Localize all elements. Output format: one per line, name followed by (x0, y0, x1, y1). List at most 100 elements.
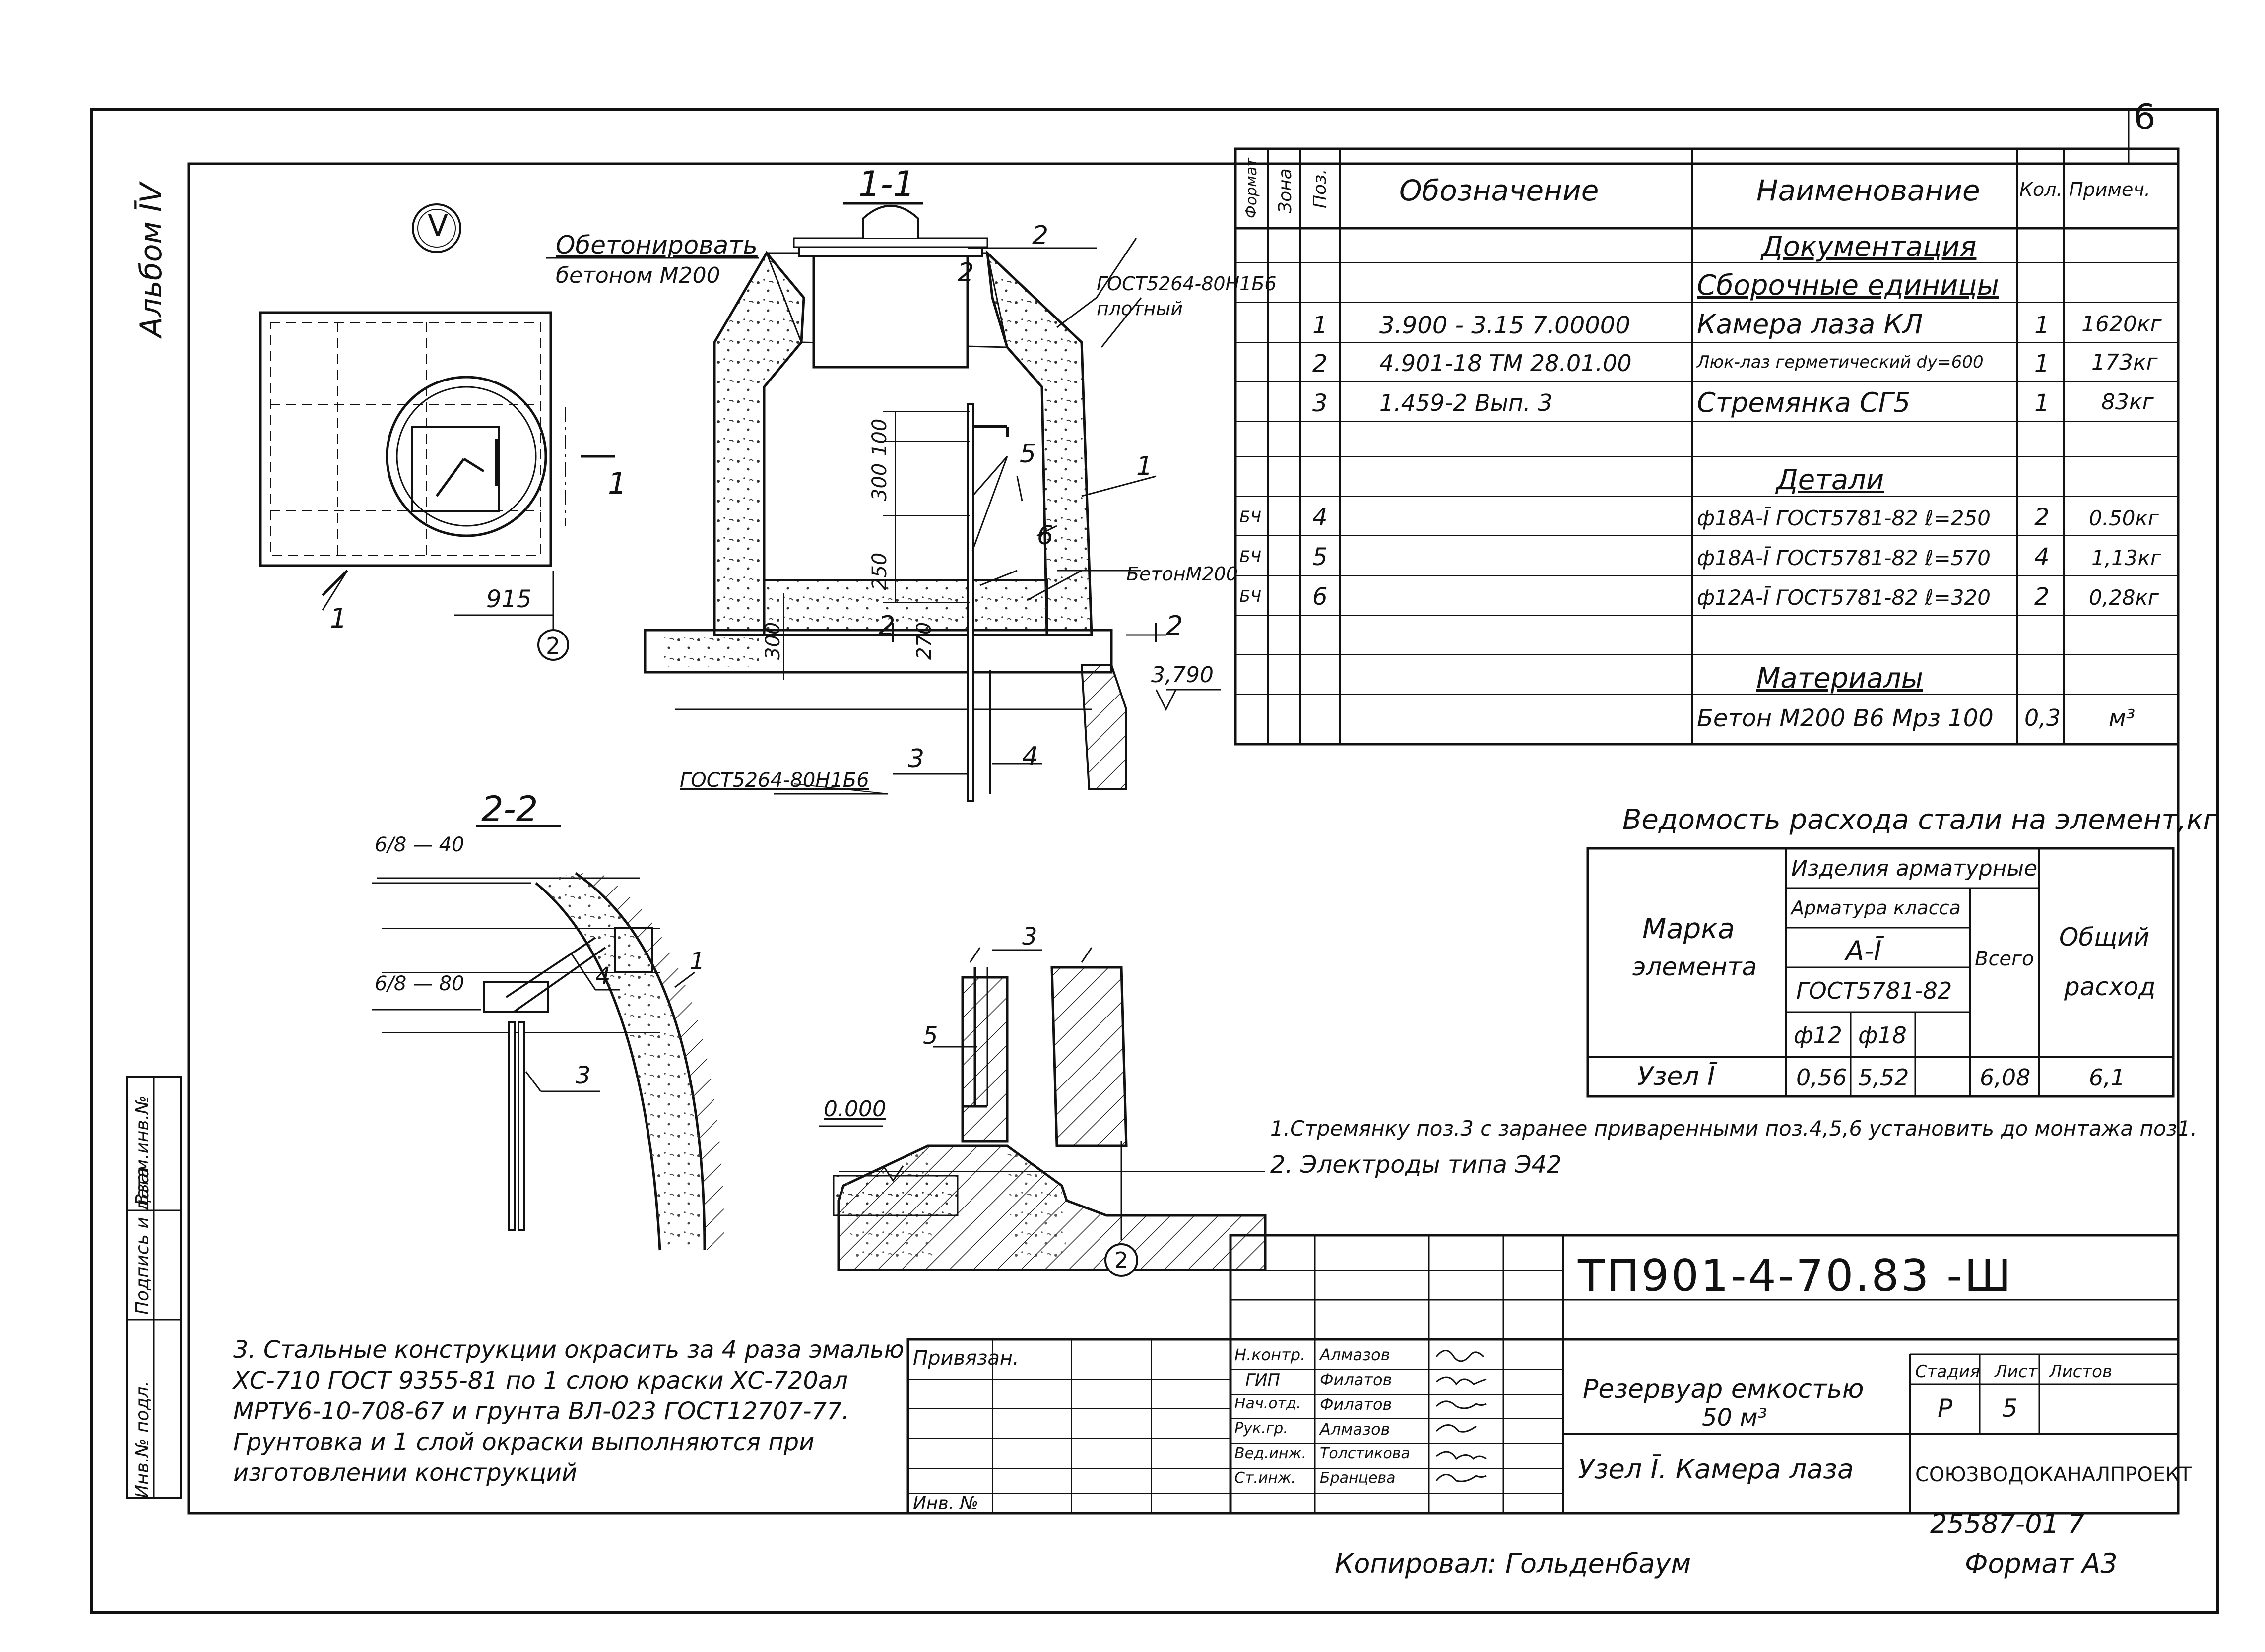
spec-row-1-note: 1620кг (2081, 312, 2162, 337)
axis-label-plan: 2 (546, 633, 561, 659)
role-2-name: Филатов (1320, 1370, 1392, 1389)
pos-label-1: 1 (1136, 451, 1153, 481)
spec-row-6-name: ф12А-Ī ГОСТ5781-82 ℓ=320 (1697, 585, 1991, 610)
spec-row-1-name: Камера лаза КЛ (1697, 309, 1923, 340)
steel-col-mark-l2: элемента (1632, 953, 1757, 981)
elevation-0000: 0.000 (824, 1096, 886, 1122)
section-mark-1b: 1 (330, 603, 347, 634)
section-mark-2-left: 2 (878, 610, 896, 641)
dim-300b: 300 (762, 622, 784, 660)
project-title-l1: Резервуар емкостью (1583, 1374, 1864, 1404)
pos-label-5-det: 5 (923, 1022, 938, 1050)
spec-row-5-note: 1,13кг (2091, 546, 2161, 570)
pos-label-6: 6 (1037, 521, 1054, 551)
steel-row-general: 6,1 (2089, 1064, 2126, 1091)
pos-label-4-22: 4 (595, 962, 611, 990)
steel-col-rebar-class: Арматура класса (1791, 897, 1961, 919)
role-3-name: Филатов (1320, 1395, 1392, 1414)
note-3: 3. Стальные конструкции окрасить за 4 ра… (233, 1336, 905, 1487)
steel-row-d18: 5,52 (1858, 1064, 1909, 1091)
organization: СОЮЗВОДОКАНАЛПРОЕКТ (1915, 1463, 2192, 1486)
drawing-code: ТП901-4-70.83 -Ш (1578, 1250, 2013, 1301)
side-stamp-inv: Инв.№ подл. (132, 1381, 153, 1498)
pos-label-5: 5 (1020, 439, 1036, 469)
concrete-note-l1: Обетонировать (556, 231, 758, 259)
gost-bottom: ГОСТ5264-80Н1Б6 (680, 769, 869, 792)
spec-section-documents: Документация (1761, 231, 1977, 263)
spec-row-3-designation: 1.459-2 Вып. 3 (1379, 389, 1553, 416)
note-2: 2. Электроды типа Э42 (1270, 1151, 1562, 1179)
spec-row-5-qty: 4 (2034, 543, 2050, 571)
side-stamp-replace: Взам.инв.№ (132, 1095, 153, 1206)
dim-300a: 300 (868, 463, 891, 501)
role-6: Ст.инж. (1234, 1469, 1296, 1487)
pos-label-3-det: 3 (1022, 923, 1037, 951)
spec-row-1-pos: 1 (1312, 312, 1328, 339)
gost-top-l2: плотный (1097, 298, 1183, 319)
pos-label-2b: 2 (958, 258, 974, 288)
sheet-label: Лист (1995, 1362, 2038, 1382)
spec-header-zone: Зона (1275, 168, 1295, 213)
spec-row-5-name: ф18А-Ī ГОСТ5781-82 ℓ=570 (1697, 546, 1991, 570)
spec-header-format: Формат (1243, 158, 1260, 218)
beton-label: БетонМ200 (1126, 563, 1238, 585)
weld-top: 6/8 — 40 (375, 833, 464, 856)
pos-label-4: 4 (1022, 742, 1039, 771)
archive-number: 25587-01 7 (1930, 1508, 2085, 1539)
stage-label: Стадия (1915, 1362, 1980, 1382)
steel-col-d12: ф12 (1794, 1022, 1842, 1049)
spec-row-7-note: м³ (2109, 704, 2136, 731)
steel-row-mark: Узел Ī (1637, 1062, 1715, 1091)
concrete-note-l2: бетоном М200 (556, 263, 720, 288)
role-1-name: Алмазов (1320, 1345, 1390, 1364)
spec-row-6-note: 0,28кг (2089, 585, 2159, 610)
project-title-l2: 50 м³ (1702, 1404, 1767, 1432)
section-mark-2-right: 2 (1166, 610, 1183, 641)
spec-row-5-format: БЧ (1239, 547, 1261, 566)
role-4: Рук.гр. (1234, 1420, 1288, 1437)
spec-header-designation: Обозначение (1399, 174, 1599, 207)
steel-col-mark-l1: Марка (1642, 913, 1735, 945)
spec-row-4-qty: 2 (2034, 504, 2050, 531)
spec-row-4-note: 0.50кг (2089, 506, 2159, 530)
axis-label-detail: 2 (1114, 1248, 1128, 1273)
spec-row-4-format: БЧ (1239, 508, 1261, 526)
note-1: 1.Стремянку поз.3 с заранее приваренными… (1270, 1116, 2198, 1141)
steel-col-d18: ф18 (1858, 1022, 1907, 1049)
spec-row-4-pos: 4 (1312, 504, 1328, 531)
spec-header-qty: Кол. (2019, 179, 2063, 200)
steel-row-d12: 0,56 (1796, 1064, 1847, 1091)
page-number: 6 (2134, 97, 2156, 137)
steel-col-gost: ГОСТ5781-82 (1796, 977, 1952, 1004)
steel-col-products: Изделия арматурные (1791, 856, 2038, 881)
spec-row-2-pos: 2 (1312, 350, 1328, 378)
spec-row-1-qty: 1 (2034, 312, 2050, 339)
pos-label-2: 2 (1032, 221, 1049, 251)
pos-label-3: 3 (908, 744, 925, 774)
pos-label-1-22: 1 (690, 948, 705, 975)
gost-top-l1: ГОСТ5264-80Н1Б6 (1097, 273, 1277, 295)
weld-bottom: 6/8 — 80 (375, 972, 464, 995)
role-2: ГИП (1245, 1370, 1280, 1390)
spec-row-2-note: 173кг (2091, 350, 2158, 375)
spec-row-7-qty: 0,3 (2024, 704, 2061, 731)
inv-label: Инв. № (913, 1493, 979, 1514)
spec-header-name: Наименование (1756, 174, 1980, 207)
dim-915: 915 (486, 585, 532, 613)
spec-row-2-designation: 4.901-18 ТМ 28.01.00 (1379, 350, 1632, 377)
dim-100: 100 (868, 418, 891, 456)
steel-col-total: Всего (1975, 948, 2034, 970)
role-5: Вед.инж. (1234, 1445, 1306, 1462)
dim-250: 250 (868, 552, 891, 590)
spec-row-2-qty: 1 (2034, 350, 2050, 378)
bound-label: Привязан. (913, 1347, 1019, 1370)
spec-row-3-name: Стремянка СГ5 (1697, 387, 1911, 418)
section-1-1-title: 1-1 (858, 164, 915, 204)
role-6-name: Бранцева (1320, 1469, 1396, 1487)
spec-row-7-name: Бетон М200 В6 Мрз 100 (1697, 704, 1994, 732)
spec-row-1-designation: 3.900 - 3.15 7.00000 (1379, 312, 1630, 339)
spec-section-details: Детали (1776, 464, 1884, 496)
spec-header-note: Примеч. (2069, 179, 2150, 200)
steel-row-total: 6,08 (1980, 1064, 2031, 1091)
